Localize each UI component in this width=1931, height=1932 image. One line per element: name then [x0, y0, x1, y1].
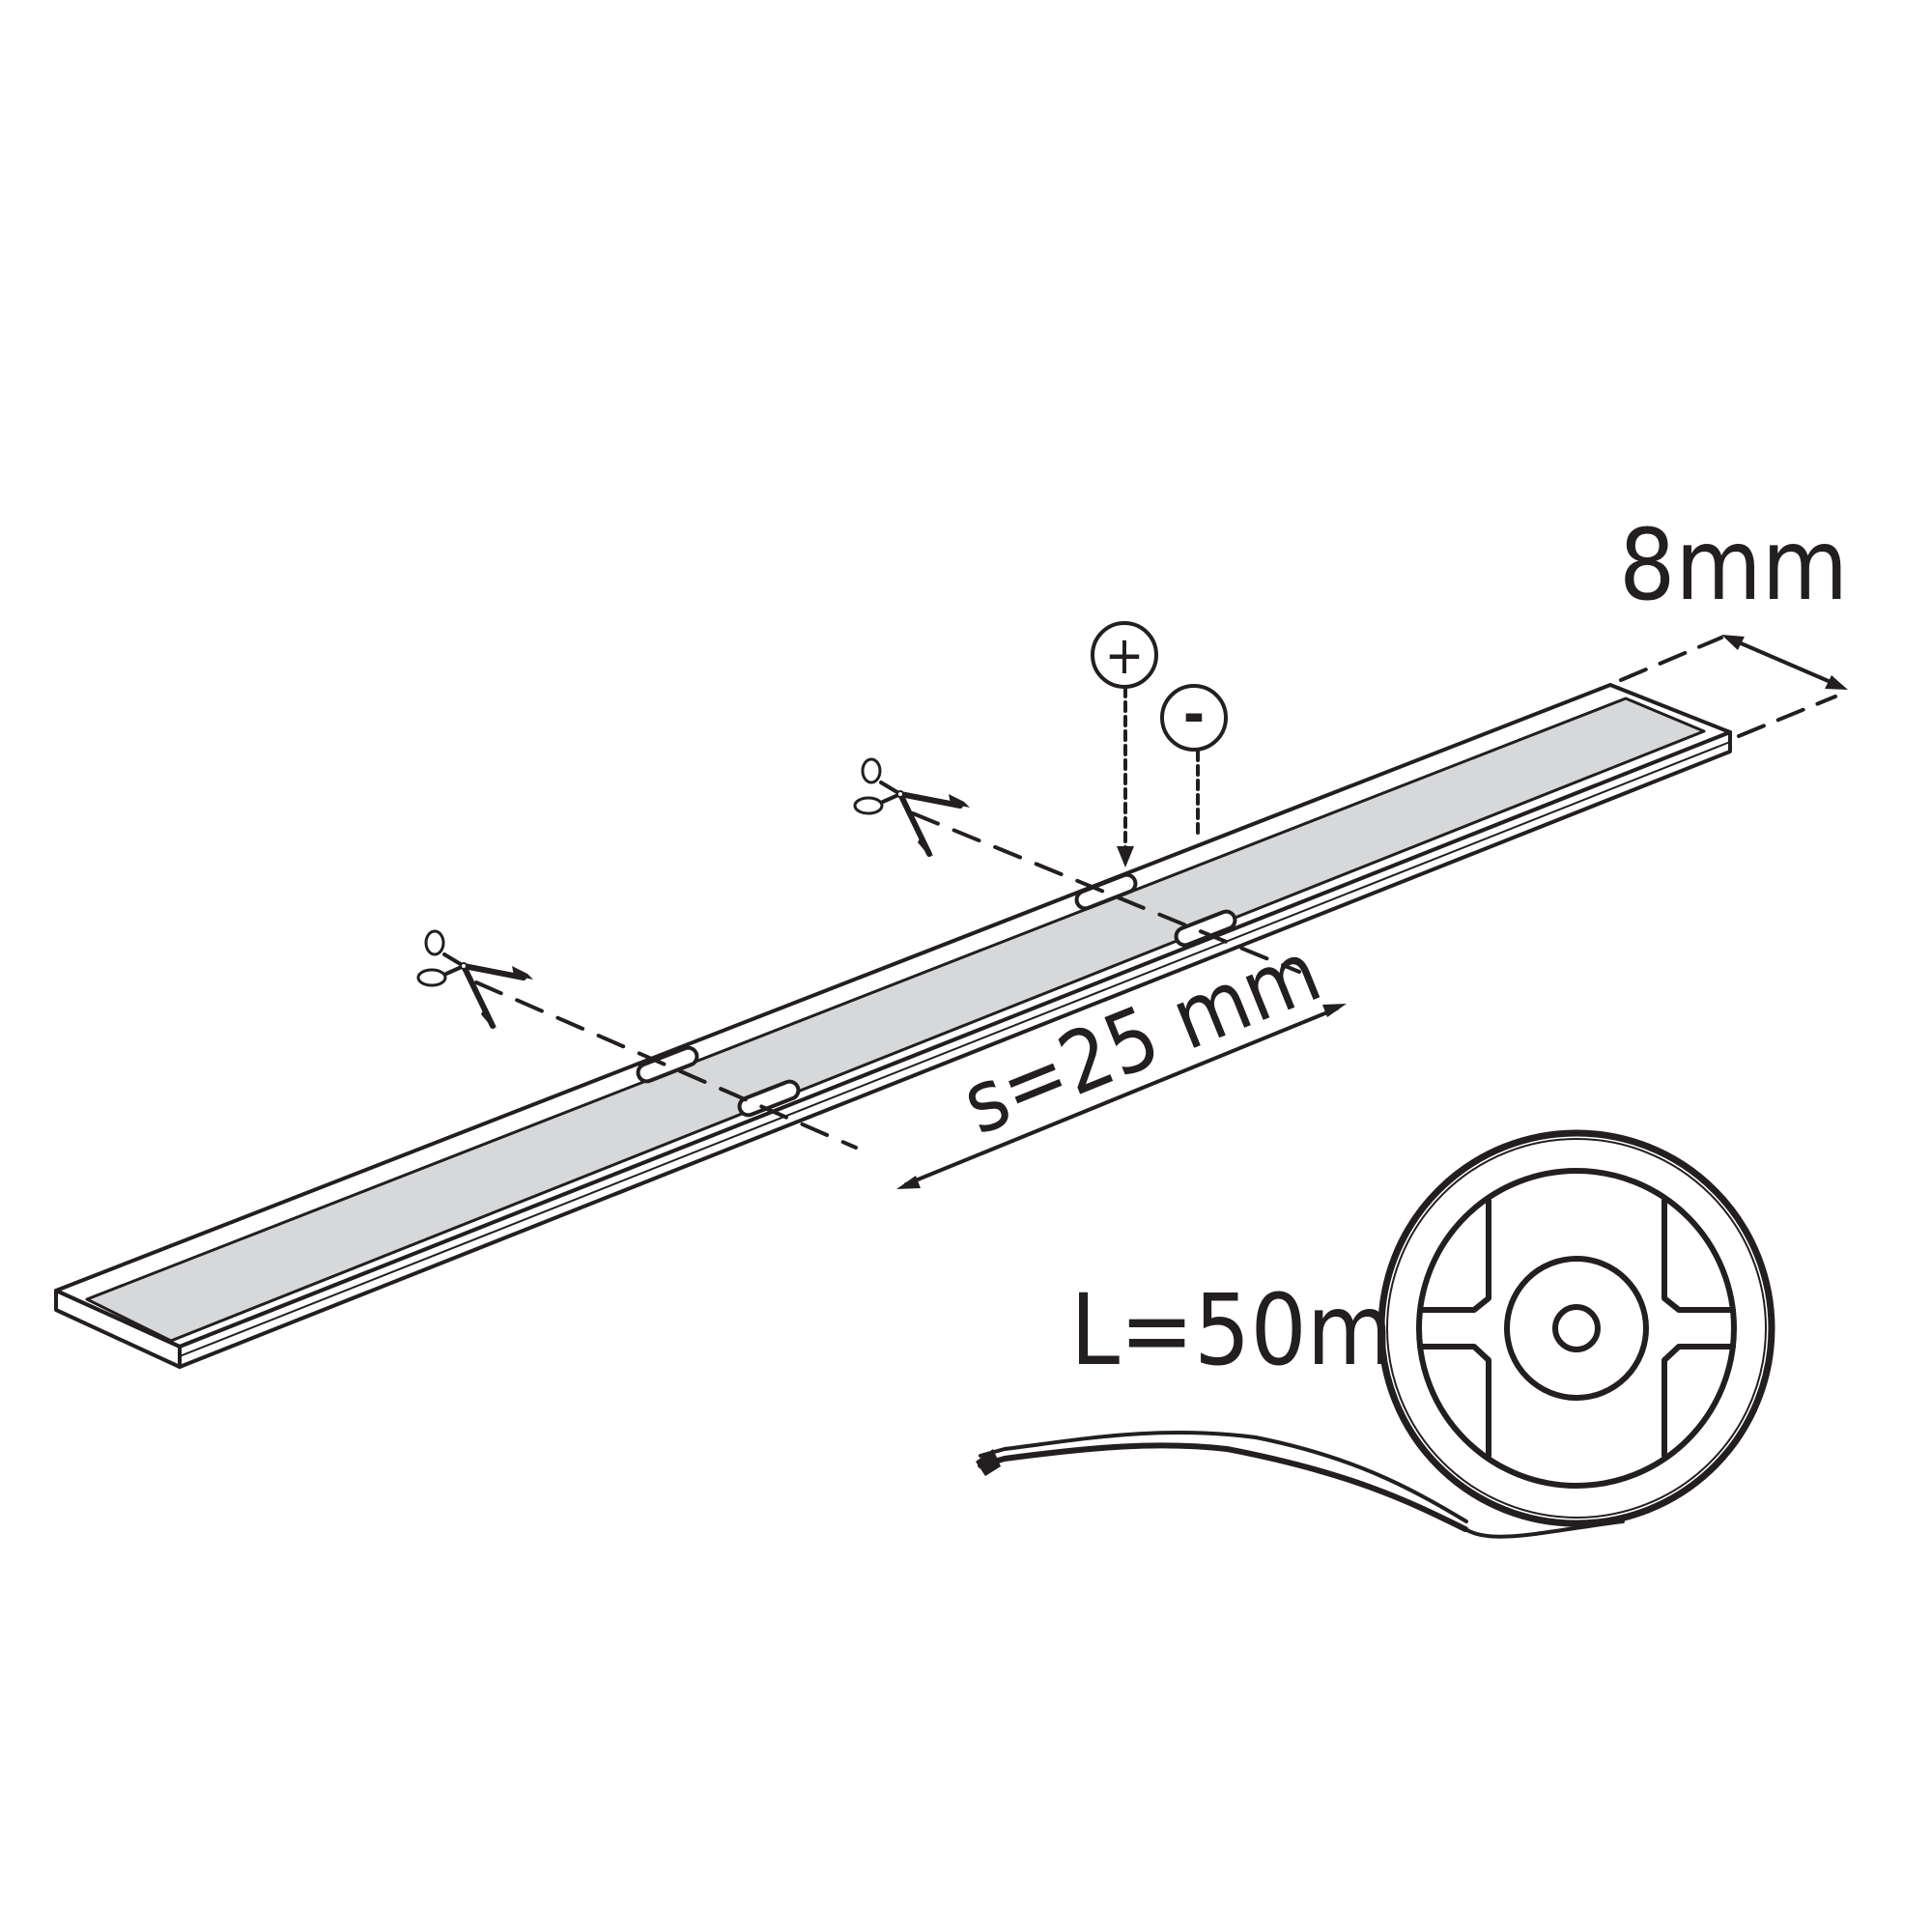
solder-pads: [636, 872, 1237, 1118]
minus-terminal: -: [1160, 681, 1228, 838]
solder-pad-plus: [1074, 872, 1138, 911]
minus-terminal-icon: [1160, 684, 1228, 752]
scissors-icon: [416, 929, 533, 1029]
dimension-arrowhead: [1322, 1004, 1347, 1017]
plus-terminal: +: [1091, 621, 1158, 867]
plus-symbol: +: [1105, 625, 1145, 686]
solder-pad: [737, 1079, 801, 1118]
scissors-icon: [853, 757, 970, 857]
width-label: 8mm: [1619, 508, 1848, 623]
strip-left-edge: [54, 1289, 182, 1369]
strip-end-arrow: [976, 1449, 1001, 1476]
minus-symbol: -: [1183, 681, 1205, 749]
dimension-arrowhead: [1721, 635, 1745, 650]
width-dimension: 8mm: [1619, 508, 1848, 738]
length-label: L=50m: [1070, 1273, 1393, 1388]
reel-icon: [976, 1129, 1775, 1539]
dimension-arrowhead: [896, 1176, 921, 1189]
plus-arrowhead: [1117, 846, 1134, 867]
cut-line: [474, 980, 858, 1150]
cut-line: [911, 811, 1301, 974]
solder-pad: [636, 1045, 699, 1084]
dimension-arrowhead: [1825, 675, 1848, 690]
cut-lines: [474, 811, 1301, 1150]
